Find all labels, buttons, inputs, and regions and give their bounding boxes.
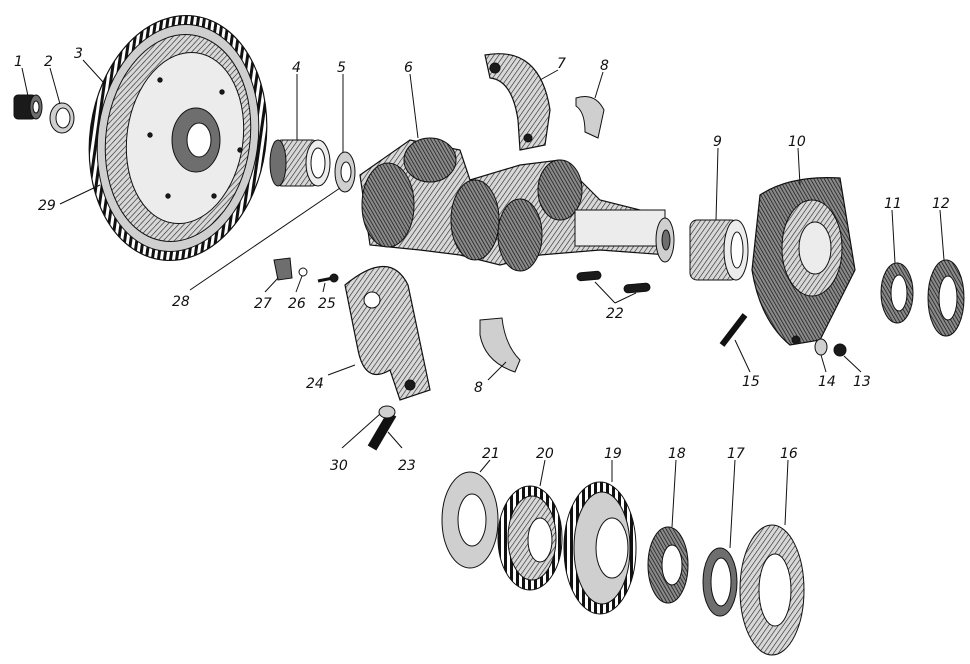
bearing-shell-upper-part-8	[575, 96, 605, 139]
callout-27: 27	[254, 296, 272, 312]
pilot-bush-part-1	[13, 94, 43, 120]
callout-24: 24	[306, 376, 324, 392]
callout-14: 14	[818, 374, 836, 390]
bearing-shell-lower-part-8	[479, 317, 521, 373]
callout-16: 16	[780, 446, 798, 462]
callout-4: 4	[292, 60, 301, 76]
callout-23: 23	[398, 458, 416, 474]
callout-2: 2	[44, 54, 53, 70]
callout-11: 11	[884, 196, 902, 212]
lock-plate-part-27	[273, 257, 293, 281]
keys-part-22	[576, 270, 651, 294]
callout-5: 5	[337, 60, 346, 76]
dished-washer-part-16	[739, 524, 805, 656]
hub-part-18	[647, 526, 689, 604]
callout-28: 28	[172, 294, 190, 310]
callout-6: 6	[404, 60, 413, 76]
callout-29: 29	[38, 198, 56, 214]
callout-10: 10	[788, 134, 806, 150]
bearing-cap-lower-part-24	[344, 265, 431, 401]
callout-19: 19	[604, 446, 622, 462]
spacer-ring-part-17	[702, 547, 738, 617]
bearing-bush-part-9	[689, 219, 749, 281]
crankshaft	[359, 137, 675, 272]
bearing-cap-upper-part-7	[484, 53, 551, 151]
stud-part-15	[719, 313, 748, 347]
washer-part-14	[814, 338, 828, 356]
oil-thrower-washer-part-21	[441, 471, 499, 569]
callout-21: 21	[482, 446, 500, 462]
leader-lines	[21, 59, 945, 549]
retaining-ring-part-2	[49, 102, 75, 134]
rear-cover-part-10	[751, 177, 856, 346]
nut-part-13	[833, 343, 847, 357]
callout-9: 9	[713, 134, 722, 150]
callout-20: 20	[536, 446, 554, 462]
flywheel	[88, 14, 268, 262]
callout-26: 26	[288, 296, 306, 312]
callout-1: 1	[14, 54, 23, 70]
helical-gear-part-20	[497, 485, 563, 591]
callout-30: 30	[330, 458, 348, 474]
callout-7: 7	[557, 56, 566, 72]
callout-25: 25	[318, 296, 336, 312]
thrust-washer-part-5	[334, 151, 356, 193]
callout-15: 15	[742, 374, 760, 390]
oil-seal-part-12	[927, 259, 965, 337]
callout-labels: 1 2 3 4 5 6 7 8 8 9 10 11 12 13 14 15 16…	[14, 46, 950, 474]
oil-seal-part-11	[880, 262, 914, 324]
washer-part-26	[298, 267, 308, 277]
callout-8-upper: 8	[600, 58, 609, 74]
main-bearing-bush-part-4	[269, 139, 331, 187]
callout-18: 18	[668, 446, 686, 462]
callout-22: 22	[606, 306, 624, 322]
screw-part-25	[317, 273, 339, 283]
callout-12: 12	[932, 196, 950, 212]
sprocket-part-19	[563, 481, 637, 615]
callout-3: 3	[74, 46, 83, 62]
callout-8-lower: 8	[474, 380, 483, 396]
callout-13: 13	[853, 374, 871, 390]
callout-17: 17	[727, 446, 745, 462]
bolt-part-23	[367, 405, 397, 451]
